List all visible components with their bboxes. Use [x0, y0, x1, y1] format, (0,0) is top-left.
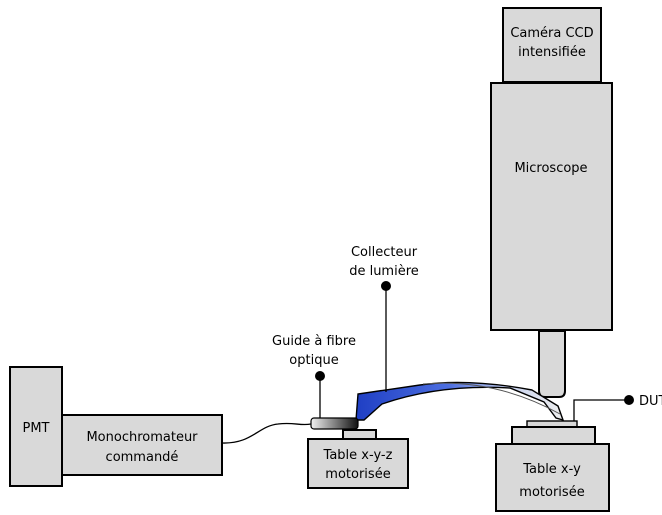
camera-label-1: Caméra CCD: [510, 26, 593, 41]
xyz-table-stage: [342, 429, 377, 440]
xyz-table-box: [307, 438, 409, 489]
monochromator-label-2: commandé: [106, 450, 179, 465]
xy-table-box: [495, 443, 610, 512]
collector-pointer-dot: [381, 281, 391, 291]
monochromator-label-1: Monochromateur: [86, 430, 198, 445]
light-collector: [355, 381, 565, 422]
xy-label-2: motorisée: [519, 485, 584, 500]
guide-label-1: Guide à fibre: [272, 334, 356, 349]
dut-pointer-line: [573, 399, 629, 421]
xy-table-stage: [511, 426, 596, 445]
camera-box: [502, 7, 602, 83]
pmt-label: PMT: [23, 421, 50, 436]
guide-pointer-dot: [315, 371, 325, 381]
xy-label-1: Table x-y: [522, 462, 581, 477]
microscope-body: [490, 82, 613, 331]
monochromator-box: [61, 414, 223, 476]
microscope-label: Microscope: [514, 161, 587, 176]
microscope-objective: [538, 330, 566, 398]
pmt-box: [9, 366, 63, 487]
collector-label-2: de lumière: [349, 264, 419, 279]
xyz-label-2: motorisée: [325, 467, 390, 482]
fiber-guide-tip: [310, 417, 359, 430]
camera-label-2: intensifiée: [518, 45, 586, 60]
xyz-label-1: Table x-y-z: [323, 448, 393, 463]
collector-label-1: Collecteur: [351, 245, 418, 260]
guide-label-2: optique: [289, 353, 338, 368]
fiber-cable: [221, 422, 312, 444]
dut-label: DUT: [639, 394, 662, 409]
dut-pointer-dot: [624, 395, 634, 405]
